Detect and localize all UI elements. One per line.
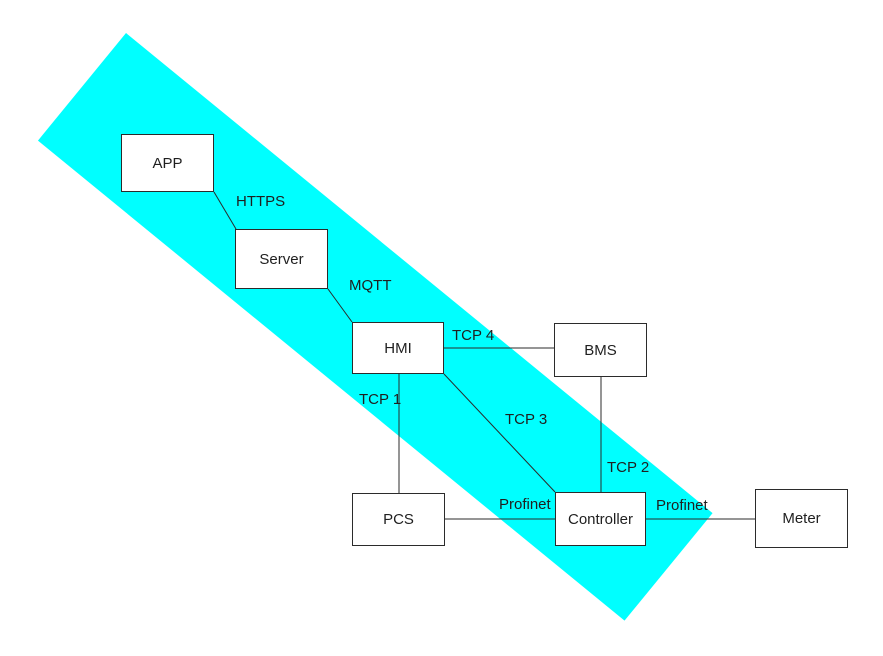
node-server[interactable]: Server [235,229,328,289]
edge-hmi-controller [443,373,556,493]
node-pcs[interactable]: PCS [352,493,445,546]
node-hmi-label: HMI [384,339,412,357]
edge-label-profinet-meter: Profinet [656,497,708,514]
node-controller[interactable]: Controller [555,492,646,546]
edge-label-https: HTTPS [236,193,286,210]
node-bms[interactable]: BMS [554,323,647,377]
edge-app-server [213,191,237,230]
edge-label-mqtt: MQTT [349,277,392,294]
edge-label-tcp4: TCP 4 [452,327,495,344]
edge-server-hmi [327,288,353,323]
edge-label-tcp2: TCP 2 [607,459,650,476]
edge-label-tcp3: TCP 3 [505,411,548,428]
node-controller-label: Controller [567,510,634,528]
node-meter[interactable]: Meter [755,489,848,548]
node-pcs-label: PCS [383,511,414,528]
node-app-label: APP [152,154,183,172]
edge-label-tcp1: TCP 1 [359,391,402,408]
node-server-label: Server [259,250,304,268]
node-app[interactable]: APP [121,134,214,192]
edge-label-profinet-pcs: Profinet [499,496,551,513]
node-bms-label: BMS [584,341,617,359]
node-meter-label: Meter [782,510,821,527]
node-hmi[interactable]: HMI [352,322,444,374]
